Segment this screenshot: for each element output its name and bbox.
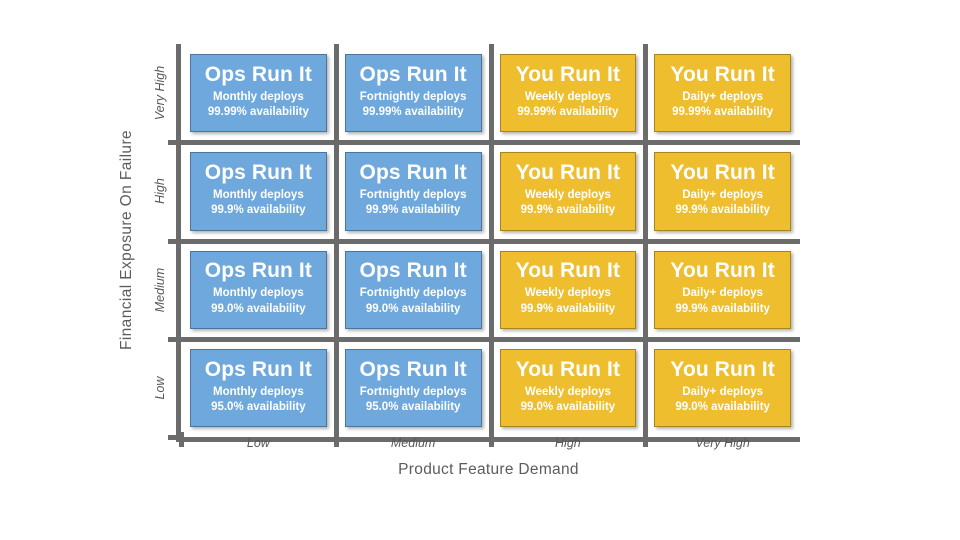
cell-owner-label: You Run It bbox=[670, 357, 775, 381]
x-axis-tick bbox=[179, 432, 184, 447]
cell-availability: 99.9% availability bbox=[520, 204, 616, 217]
cell-owner-label: You Run It bbox=[670, 62, 775, 86]
cell-owner-label: Ops Run It bbox=[359, 161, 467, 185]
matrix-cell[interactable]: You Run It Weekly deploys 99.0% availabili… bbox=[499, 348, 637, 427]
matrix-cell[interactable]: Ops Run It Monthly deploys 99.9% availabil… bbox=[190, 152, 327, 231]
y-axis-tick-label: Low bbox=[153, 376, 167, 400]
y-axis-tick bbox=[168, 435, 182, 440]
cell-availability: 99.9% availability bbox=[675, 302, 770, 315]
grid-line-vertical bbox=[488, 44, 494, 442]
cell-deploy-cadence: Monthly deploys bbox=[213, 287, 304, 300]
cell-owner-label: Ops Run It bbox=[359, 62, 467, 86]
cell-availability: 99.9% availability bbox=[365, 204, 461, 217]
grid-line-vertical bbox=[643, 44, 649, 442]
cell-deploy-cadence: Weekly deploys bbox=[524, 90, 611, 103]
cell-deploy-cadence: Daily+ deploys bbox=[682, 90, 764, 103]
cell-availability: 99.0% availability bbox=[675, 400, 770, 413]
x-axis-line bbox=[176, 437, 800, 442]
grid-line-vertical bbox=[333, 44, 339, 442]
cell-owner-label: Ops Run It bbox=[204, 161, 312, 185]
cell-owner-label: Ops Run It bbox=[204, 259, 312, 283]
x-axis-tick bbox=[643, 432, 649, 447]
matrix-cell[interactable]: Ops Run It Monthly deploys 99.99% availabi… bbox=[190, 54, 327, 133]
x-axis-tick bbox=[333, 432, 339, 447]
cell-deploy-cadence: Daily+ deploys bbox=[682, 287, 764, 300]
cell-availability: 95.0% availability bbox=[211, 400, 306, 413]
grid-line-horizontal bbox=[176, 238, 800, 244]
y-axis-tick-label: Very High bbox=[153, 65, 167, 121]
cell-owner-label: You Run It bbox=[515, 62, 621, 86]
grid-line-horizontal bbox=[176, 140, 800, 146]
x-axis-tick-label: High bbox=[555, 436, 581, 450]
matrix-cell[interactable]: You Run It Weekly deploys 99.99% availabil… bbox=[499, 54, 637, 133]
cell-owner-label: You Run It bbox=[670, 161, 775, 185]
cell-availability: 99.99% availability bbox=[362, 106, 464, 119]
x-axis-tick-label: Medium bbox=[390, 436, 436, 450]
matrix-cell[interactable]: You Run It Daily+ deploys 99.99% availabil… bbox=[654, 54, 791, 133]
matrix-cell[interactable]: Ops Run It Monthly deploys 95.0% availabil… bbox=[190, 348, 327, 427]
cell-deploy-cadence: Monthly deploys bbox=[213, 385, 304, 398]
cell-availability: 99.99% availability bbox=[517, 106, 619, 119]
cell-owner-label: Ops Run It bbox=[359, 357, 467, 381]
cell-deploy-cadence: Monthly deploys bbox=[213, 189, 304, 202]
cell-owner-label: Ops Run It bbox=[204, 62, 312, 86]
y-axis-tick bbox=[168, 140, 182, 146]
cell-availability: 99.9% availability bbox=[211, 204, 306, 217]
cell-deploy-cadence: Fortnightly deploys bbox=[359, 287, 467, 300]
cell-availability: 99.9% availability bbox=[520, 302, 616, 315]
matrix-cell[interactable]: Ops Run It Fortnightly deploys 99.9% avail… bbox=[344, 152, 482, 231]
x-axis-tick-label: Very High bbox=[695, 436, 750, 450]
y-axis-tick bbox=[168, 336, 182, 342]
matrix-cell[interactable]: You Run It Daily+ deploys 99.9% availabili… bbox=[654, 152, 791, 231]
cell-owner-label: You Run It bbox=[515, 161, 621, 185]
y-axis-tick-label: Medium bbox=[153, 267, 167, 312]
cell-availability: 99.99% availability bbox=[207, 106, 309, 119]
cell-owner-label: You Run It bbox=[670, 259, 775, 283]
matrix-cell[interactable]: Ops Run It Fortnightly deploys 99.99% avai… bbox=[344, 54, 482, 133]
cell-deploy-cadence: Daily+ deploys bbox=[682, 385, 764, 398]
cell-owner-label: Ops Run It bbox=[204, 357, 312, 381]
cell-availability: 99.0% availability bbox=[520, 400, 616, 413]
cell-owner-label: You Run It bbox=[515, 357, 621, 381]
cell-availability: 99.9% availability bbox=[675, 204, 770, 217]
y-axis-tick-label: High bbox=[153, 178, 167, 205]
y-axis-tick bbox=[168, 238, 182, 244]
x-axis-tick bbox=[488, 432, 494, 447]
x-axis-tick-label: Low bbox=[246, 436, 270, 450]
matrix-cell[interactable]: You Run It Daily+ deploys 99.0% availabili… bbox=[654, 348, 791, 427]
cell-deploy-cadence: Weekly deploys bbox=[524, 385, 611, 398]
cell-availability: 99.0% availability bbox=[211, 302, 306, 315]
cell-deploy-cadence: Fortnightly deploys bbox=[359, 189, 467, 202]
cell-availability: 99.99% availability bbox=[672, 106, 774, 119]
cell-availability: 99.0% availability bbox=[365, 302, 461, 315]
matrix-cell[interactable]: You Run It Weekly deploys 99.9% availabili… bbox=[499, 152, 637, 231]
y-axis-title-text: Financial Exposure On Failure bbox=[118, 129, 135, 351]
cell-owner-label: Ops Run It bbox=[359, 259, 467, 283]
cell-deploy-cadence: Monthly deploys bbox=[213, 90, 304, 103]
cell-deploy-cadence: Weekly deploys bbox=[524, 189, 611, 202]
matrix-cell[interactable]: Ops Run It Fortnightly deploys 95.0% avail… bbox=[344, 348, 482, 427]
cell-availability: 95.0% availability bbox=[365, 400, 461, 413]
cell-owner-label: You Run It bbox=[515, 259, 621, 283]
grid-line-horizontal bbox=[176, 336, 800, 342]
cell-deploy-cadence: Daily+ deploys bbox=[682, 189, 764, 202]
x-axis-title: Product Feature Demand bbox=[398, 461, 579, 478]
matrix-cell[interactable]: Ops Run It Fortnightly deploys 99.0% avail… bbox=[344, 250, 482, 329]
matrix-cell[interactable]: Ops Run It Monthly deploys 99.0% availabil… bbox=[190, 250, 327, 329]
matrix-cell[interactable]: You Run It Weekly deploys 99.9% availabili… bbox=[499, 250, 637, 329]
matrix-cell[interactable]: You Run It Daily+ deploys 99.9% availabili… bbox=[654, 250, 791, 329]
cell-deploy-cadence: Weekly deploys bbox=[524, 287, 611, 300]
cell-deploy-cadence: Fortnightly deploys bbox=[359, 385, 467, 398]
cell-deploy-cadence: Fortnightly deploys bbox=[359, 90, 467, 103]
